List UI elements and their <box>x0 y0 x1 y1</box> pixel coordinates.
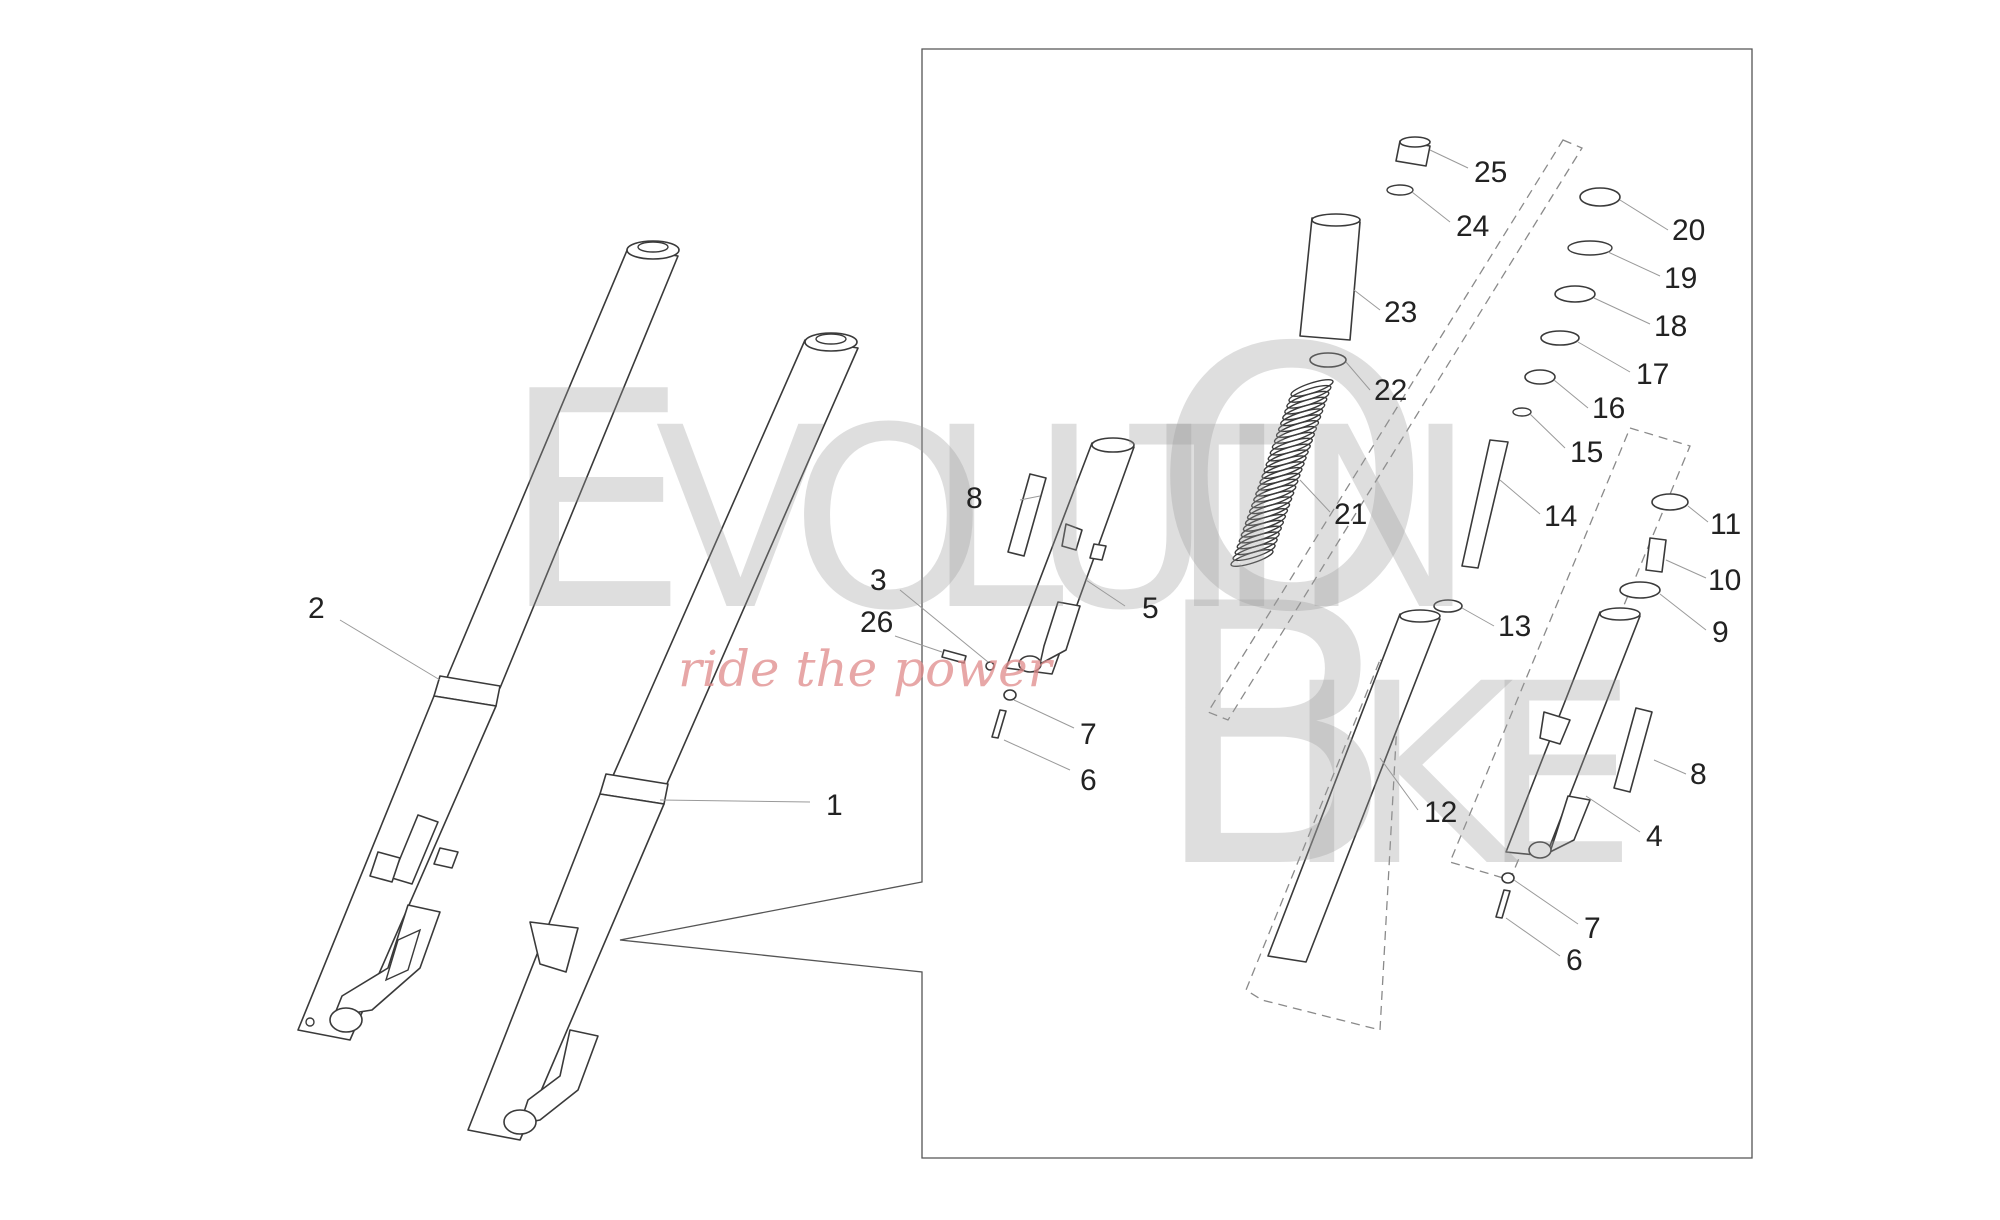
callout-11: 11 <box>1710 508 1741 541</box>
watermark-letter: I <box>1285 630 1359 921</box>
watermark-letter: B <box>1150 528 1397 947</box>
leader-lines <box>339 149 1709 957</box>
washer-18 <box>1554 285 1596 303</box>
callout-10: 10 <box>1708 564 1741 597</box>
inner-tube-12-top <box>1399 609 1441 623</box>
callout-7: 7 <box>1584 912 1601 945</box>
spring-coil <box>1232 543 1276 562</box>
callout-2: 2 <box>308 592 325 625</box>
callout-21: 21 <box>1334 498 1367 531</box>
o-ring-24 <box>1386 184 1414 196</box>
watermark-letter: T <box>1129 374 1284 665</box>
callout-25: 25 <box>1474 156 1507 189</box>
cap-25 <box>1395 136 1431 167</box>
fork-leg-right <box>467 332 859 1141</box>
callout-12: 12 <box>1424 796 1457 829</box>
callout-22: 22 <box>1374 374 1407 407</box>
watermark-letter: L <box>925 374 1064 665</box>
watermark-letter: O <box>1150 272 1433 691</box>
callout-14: 14 <box>1544 500 1577 533</box>
fork-leg-left <box>297 240 680 1041</box>
callout-8: 8 <box>966 482 983 515</box>
washer-3 <box>985 661 995 671</box>
detail-lower-leg-left <box>1005 437 1135 675</box>
watermark-letter: U <box>1030 374 1213 665</box>
washer-7-right <box>1501 872 1515 884</box>
clip-19 <box>1567 240 1613 256</box>
bushing-10 <box>1645 537 1667 573</box>
screw-6-right <box>1495 889 1511 919</box>
cartridge-group-box <box>1207 139 1583 721</box>
watermark-tagline: ride the power <box>678 640 1055 698</box>
callout-23: 23 <box>1384 296 1417 329</box>
spring-coil <box>1230 549 1274 567</box>
callout-18: 18 <box>1654 310 1687 343</box>
watermark-letter: K <box>1350 630 1520 921</box>
callout-15: 15 <box>1570 436 1603 469</box>
callout-4: 4 <box>1646 820 1663 853</box>
washer-22 <box>1309 352 1347 368</box>
spring-21 <box>1230 379 1334 567</box>
watermark-letter: E <box>500 328 690 677</box>
washer-7-left <box>1003 689 1017 701</box>
detail-frame <box>619 48 1753 1159</box>
callout-20: 20 <box>1672 214 1705 247</box>
detail-lower-leg-right <box>1505 607 1641 859</box>
watermark-letter: N <box>1290 374 1477 665</box>
callout-1: 1 <box>826 789 843 822</box>
screw-6-left <box>991 709 1007 739</box>
cap-20 <box>1579 187 1621 207</box>
ring-9 <box>1619 581 1661 599</box>
callout-9: 9 <box>1712 616 1729 649</box>
watermark: E V O L U T I O N B I K E ride the power <box>500 272 1638 947</box>
spacer-tube-23-top <box>1311 213 1361 227</box>
damper-rod-14 <box>1461 439 1509 569</box>
callout-13: 13 <box>1498 610 1531 643</box>
washer-17 <box>1540 330 1580 346</box>
callout-5: 5 <box>1142 592 1159 625</box>
callout-labels: 1 2 3 4 5 6 6 7 7 8 8 9 10 11 12 13 14 1… <box>308 156 1741 977</box>
screw-26 <box>941 649 967 664</box>
callout-17: 17 <box>1636 358 1669 391</box>
callout-16: 16 <box>1592 392 1625 425</box>
fork-guard-left <box>1007 473 1047 557</box>
callout-19: 19 <box>1664 262 1697 295</box>
fork-guard-right <box>1613 707 1653 793</box>
callout-7: 7 <box>1080 718 1097 751</box>
callout-6: 6 <box>1566 944 1583 977</box>
watermark-letter: E <box>1480 630 1638 921</box>
callout-6: 6 <box>1080 764 1097 797</box>
bushing-11 <box>1651 493 1689 511</box>
callout-26: 26 <box>860 606 893 639</box>
watermark-letter: O <box>790 374 987 665</box>
watermark-letter: I <box>1215 374 1289 665</box>
watermark-letter: V <box>655 374 826 665</box>
callout-24: 24 <box>1456 210 1489 243</box>
ring-15 <box>1512 407 1532 417</box>
callout-3: 3 <box>870 564 887 597</box>
seal-13 <box>1433 599 1463 613</box>
callout-8: 8 <box>1690 758 1707 791</box>
bushing-16 <box>1524 369 1556 385</box>
